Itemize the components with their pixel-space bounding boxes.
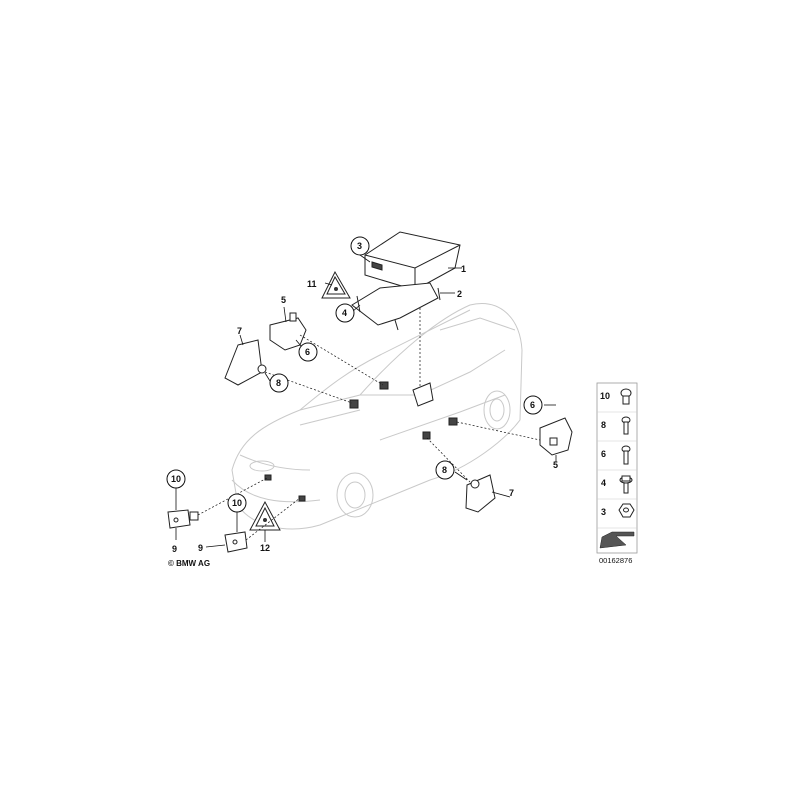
- svg-text:12: 12: [260, 543, 270, 553]
- mounting-bracket: [351, 282, 441, 331]
- svg-text:10: 10: [232, 498, 242, 508]
- svg-text:5: 5: [553, 460, 558, 470]
- airbag-control-unit: [364, 231, 461, 291]
- svg-text:11: 11: [307, 279, 317, 289]
- connectors: [264, 381, 458, 502]
- svg-text:4: 4: [342, 308, 347, 318]
- callout-6-top: 6: [298, 342, 318, 362]
- warning-label-12: [249, 500, 281, 531]
- front-sensor-9-right: [224, 531, 248, 553]
- fastener-panel: 10 8 6 4 3: [596, 382, 638, 565]
- svg-text:7: 7: [237, 326, 242, 336]
- side-sensor-right: [539, 417, 573, 456]
- side-sensor-top: [269, 312, 307, 351]
- center-sensor: [412, 382, 434, 407]
- svg-text:9: 9: [172, 544, 177, 554]
- svg-text:2: 2: [457, 289, 462, 299]
- fastener-10-number: 10: [600, 391, 610, 401]
- callout-9-a: 9: [172, 544, 177, 554]
- callout-4: 4: [335, 303, 355, 323]
- callout-5-right: 5: [553, 460, 558, 470]
- part-code: 00162876: [599, 556, 632, 565]
- fastener-6-number: 6: [601, 449, 606, 459]
- callout-12: 12: [260, 543, 270, 553]
- fastener-8-number: 8: [601, 420, 606, 430]
- copyright: © BMW AG: [168, 559, 210, 568]
- callout-3: 3: [350, 236, 370, 256]
- svg-text:1: 1: [461, 264, 466, 274]
- callout-7-left: 7: [237, 326, 242, 336]
- nut-icon: [618, 503, 635, 518]
- svg-text:7: 7: [509, 488, 514, 498]
- bolt-icon: [621, 445, 631, 465]
- callout-6-right: 6: [523, 395, 543, 415]
- svg-text:10: 10: [171, 474, 181, 484]
- fastener-panel-border: [596, 382, 638, 554]
- callout-10-a: 10: [166, 469, 186, 489]
- callout-2: 2: [457, 289, 462, 299]
- clip-icon: [620, 388, 632, 405]
- front-sensor-9-left: [167, 509, 199, 529]
- callout-9-b: 9: [198, 543, 203, 553]
- fastener-3-number: 3: [601, 507, 606, 517]
- dashed-lines: [197, 308, 541, 541]
- screw-icon: [621, 416, 631, 435]
- callout-11: 11: [307, 279, 317, 289]
- svg-text:8: 8: [442, 465, 447, 475]
- callout-5-top: 5: [281, 295, 286, 305]
- svg-text:3: 3: [357, 241, 362, 251]
- sensor-7-left: [224, 339, 267, 386]
- svg-text:5: 5: [281, 295, 286, 305]
- flange-bolt-icon: [619, 475, 633, 494]
- callout-8-right: 8: [435, 460, 455, 480]
- callout-10-b: 10: [227, 493, 247, 513]
- callout-8-left: 8: [269, 373, 289, 393]
- svg-text:6: 6: [530, 400, 535, 410]
- callout-1: 1: [461, 264, 466, 274]
- leader-lines: [175, 254, 612, 548]
- svg-text:6: 6: [305, 347, 310, 357]
- callout-7-right: 7: [509, 488, 514, 498]
- fastener-4-number: 4: [601, 478, 606, 488]
- warning-label-11: [321, 270, 351, 299]
- svg-text:9: 9: [198, 543, 203, 553]
- sensor-7-right: [465, 474, 496, 513]
- car-outline: [231, 303, 523, 530]
- svg-text:8: 8: [276, 378, 281, 388]
- arrow-icon: [599, 531, 635, 549]
